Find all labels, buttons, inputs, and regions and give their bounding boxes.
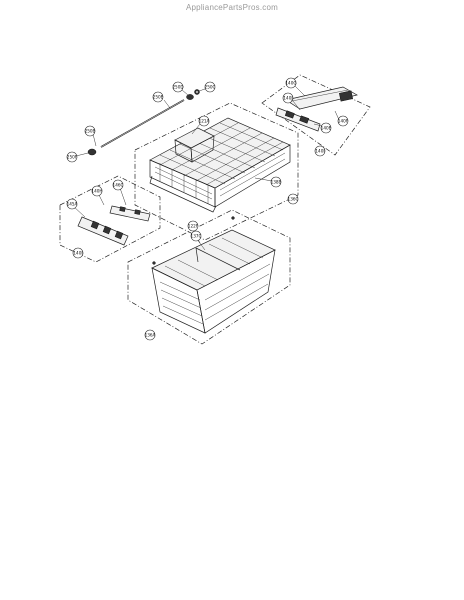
screw-left bbox=[152, 261, 156, 265]
svg-text:137C: 137C bbox=[191, 234, 202, 239]
svg-text:121A: 121A bbox=[199, 119, 210, 124]
svg-text:145A: 145A bbox=[67, 202, 78, 207]
rod-end-cap-right bbox=[186, 94, 194, 100]
callout-250e[interactable]: 250E bbox=[153, 91, 164, 103]
callout-121a[interactable]: 121A bbox=[199, 115, 210, 127]
rod-end-cap-left bbox=[87, 148, 97, 156]
svg-text:250C: 250C bbox=[205, 85, 216, 90]
svg-text:250D: 250D bbox=[172, 85, 183, 90]
svg-text:140E: 140E bbox=[321, 126, 332, 131]
svg-text:250F: 250F bbox=[67, 155, 78, 160]
left-rail-group-boundary bbox=[59, 175, 161, 263]
callout-138b[interactable]: 138B bbox=[271, 176, 282, 188]
callout-250d[interactable]: 250D bbox=[172, 81, 184, 93]
rail-145a bbox=[77, 216, 129, 246]
svg-text:140J: 140J bbox=[283, 96, 292, 101]
callout-140i[interactable]: 140I bbox=[314, 145, 326, 157]
svg-text:136C: 136C bbox=[288, 197, 299, 202]
callout-250b[interactable]: 250B bbox=[85, 125, 96, 137]
support-rod bbox=[100, 99, 185, 148]
rail-146c bbox=[109, 205, 151, 222]
watermark: AppliancePartsPros.com bbox=[186, 3, 278, 12]
callout-250c[interactable]: 250C bbox=[205, 81, 216, 93]
callout-140g[interactable]: 140G bbox=[285, 77, 297, 89]
svg-text:138B: 138B bbox=[271, 180, 282, 185]
svg-text:250B: 250B bbox=[85, 129, 96, 134]
svg-text:140G: 140G bbox=[285, 81, 296, 86]
svg-text:122F: 122F bbox=[188, 224, 199, 229]
svg-text:136A: 136A bbox=[145, 333, 156, 338]
upper-basket-group-boundary bbox=[134, 102, 299, 241]
svg-text:140H: 140H bbox=[91, 189, 102, 194]
callout-122f[interactable]: 122F bbox=[187, 220, 199, 232]
callout-140j[interactable]: 140J bbox=[282, 92, 294, 104]
svg-text:250E: 250E bbox=[153, 95, 164, 100]
callout-140i-left[interactable]: 140I bbox=[72, 247, 84, 259]
svg-text:140I: 140I bbox=[73, 251, 82, 256]
lower-drawer bbox=[151, 229, 276, 334]
callout-250f[interactable]: 250F bbox=[66, 151, 78, 163]
callout-140e[interactable]: 140E bbox=[321, 122, 332, 134]
callout-140h[interactable]: 140H bbox=[91, 185, 103, 197]
washer-250c bbox=[194, 89, 200, 95]
rail-140f bbox=[275, 107, 321, 132]
callout-136a[interactable]: 136A bbox=[145, 329, 156, 341]
svg-text:140F: 140F bbox=[338, 119, 349, 124]
svg-text:140I: 140I bbox=[315, 149, 324, 154]
svg-text:146C: 146C bbox=[113, 183, 124, 188]
callout-140f[interactable]: 140F bbox=[337, 115, 349, 127]
callout-146c[interactable]: 146C bbox=[113, 179, 124, 191]
callout-136c[interactable]: 136C bbox=[288, 193, 299, 205]
callout-137c[interactable]: 137C bbox=[191, 230, 202, 242]
callout-145a[interactable]: 145A bbox=[67, 198, 78, 210]
small-bin bbox=[174, 127, 215, 163]
screw-right bbox=[231, 216, 235, 220]
lower-drawer-group-boundary bbox=[127, 209, 291, 345]
rail-140g bbox=[285, 86, 358, 110]
